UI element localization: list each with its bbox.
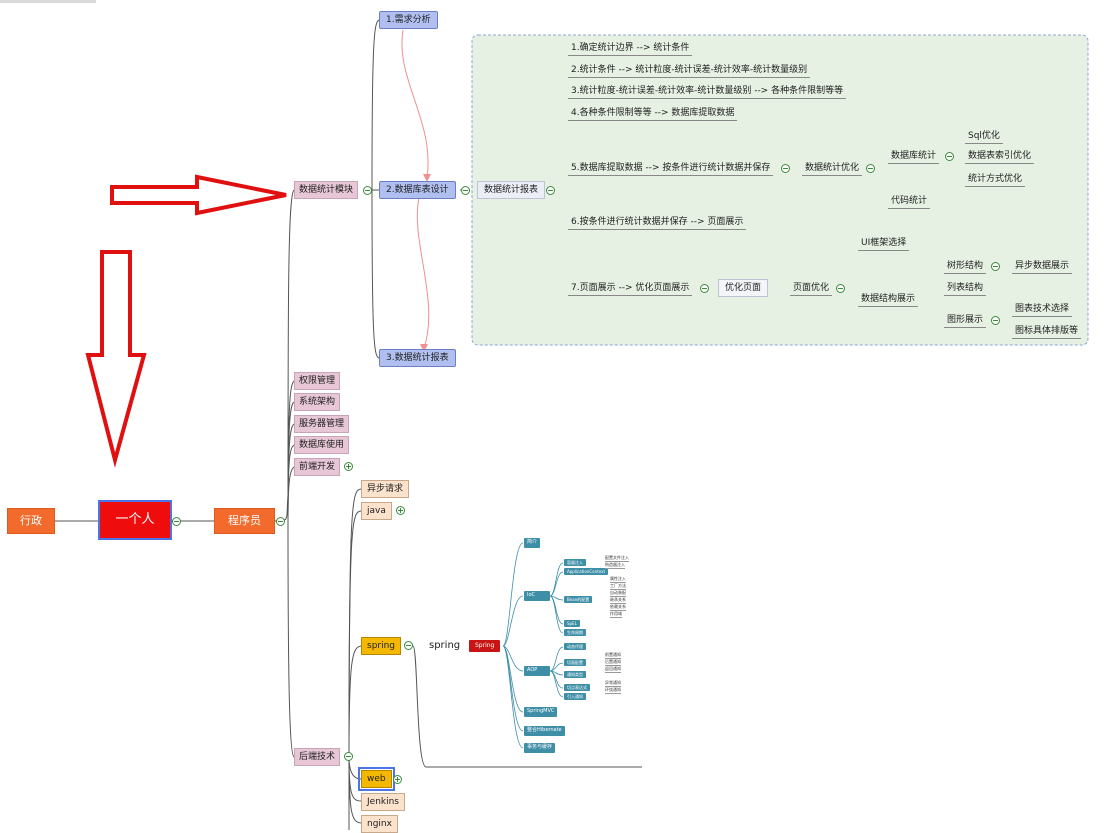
aop-child: 切面配置 (564, 659, 586, 666)
spring-root: Spring (469, 640, 501, 652)
backend-async[interactable]: 异步请求 (361, 480, 410, 498)
collapse-icon[interactable] (945, 152, 954, 161)
ioc-leaf: 依赖关系 (610, 604, 626, 611)
collapse-icon[interactable] (991, 316, 1000, 325)
async-data-view[interactable]: 异步数据展示 (1012, 258, 1073, 274)
step-1[interactable]: 1.确定统计边界 --> 统计条件 (568, 40, 693, 56)
ioc-leaf: 继承关系 (610, 597, 626, 604)
branch-backend[interactable]: 后端技术 (294, 748, 341, 766)
branch-frontend[interactable]: 前端开发 (294, 458, 341, 476)
aop-leaf: 后置通知 (605, 659, 621, 666)
collapse-icon[interactable] (276, 517, 285, 526)
expand-icon[interactable] (393, 775, 402, 784)
step-7[interactable]: 7.页面展示 --> 优化页面展示 (568, 280, 693, 296)
step-6[interactable]: 6.按条件进行统计数据并保存 --> 页面展示 (568, 214, 747, 230)
collapse-icon[interactable] (546, 186, 555, 195)
step-4[interactable]: 4.各种条件限制等等 --> 数据库提取数据 (568, 105, 738, 121)
db-stats[interactable]: 数据库统计 (888, 148, 940, 164)
collapse-icon[interactable] (461, 186, 470, 195)
ioc-leaf: 作用域 (610, 611, 622, 618)
aop-leaf: 前置通知 (605, 652, 621, 659)
spring-aop: AOP (524, 666, 550, 676)
code-stats[interactable]: 代码统计 (888, 193, 931, 209)
index-optimize[interactable]: 数据表索引优化 (965, 148, 1035, 164)
aop-child: 切点表达式 (564, 684, 590, 691)
step-5[interactable]: 5.数据库提取数据 --> 按条件进行统计数据并保存 (568, 160, 774, 176)
branch-architecture[interactable]: 系统架构 (294, 393, 341, 411)
programmer-node[interactable]: 程序员 (214, 508, 275, 534)
expand-icon[interactable] (396, 506, 405, 515)
chart-layout[interactable]: 图标具体排版等 (1012, 323, 1082, 339)
backend-nginx[interactable]: nginx (361, 815, 398, 833)
aop-leaf: 环绕通知 (605, 687, 621, 694)
aop-child: 通知类型 (564, 671, 586, 678)
optimize-page[interactable]: 优化页面 (718, 279, 769, 297)
aop-child: 动态代理 (564, 643, 586, 650)
phase-db-design[interactable]: 2.数据库表设计 (379, 181, 456, 199)
aop-leaf: 返回通知 (605, 666, 621, 673)
branch-server[interactable]: 服务器管理 (294, 415, 350, 433)
page-optimize[interactable]: 页面优化 (790, 280, 833, 296)
spring-hibernate: 整合Hibernate (524, 726, 565, 736)
collapse-icon[interactable] (866, 164, 875, 173)
method-optimize[interactable]: 统计方式优化 (965, 171, 1026, 187)
collapse-icon[interactable] (700, 284, 709, 293)
ioc-child: 生命周期 (564, 629, 586, 636)
spring-mvc: SpringMVC (524, 707, 558, 717)
ioc-child: 容器注入 (564, 559, 586, 566)
graph-view[interactable]: 图形展示 (944, 312, 987, 328)
spring-tx: 事务与缓存 (524, 743, 556, 753)
step-3[interactable]: 3.统计粒度-统计误差-统计效率-统计数量级别 --> 各种条件限制等等 (568, 83, 847, 99)
collapse-icon[interactable] (363, 186, 372, 195)
ioc-leaf: 自动装配 (610, 590, 626, 597)
aop-leaf: 异常通知 (605, 680, 621, 687)
stats-report-node[interactable]: 数据统计报表 (477, 181, 546, 199)
spring-ioc: IoC (524, 591, 550, 601)
backend-spring[interactable]: spring (361, 637, 402, 655)
aop-child: 引入通知 (564, 693, 586, 700)
step-2[interactable]: 2.统计条件 --> 统计粒度-统计误差-统计效率-统计数量级别 (568, 62, 811, 78)
backend-web[interactable]: web (358, 767, 395, 791)
backend-jenkins[interactable]: Jenkins (361, 793, 406, 811)
data-structure-view[interactable]: 数据结构展示 (858, 291, 919, 307)
collapse-icon[interactable] (991, 262, 1000, 271)
list-structure[interactable]: 列表结构 (944, 280, 987, 296)
ui-framework[interactable]: UI框架选择 (858, 235, 910, 251)
phase-report[interactable]: 3.数据统计报表 (379, 349, 456, 367)
collapse-icon[interactable] (836, 284, 845, 293)
ioc-child: Bean的配置 (564, 596, 593, 603)
ioc-leaf: 配置文件注入 (605, 555, 629, 562)
phase-requirements[interactable]: 1.需求分析 (379, 11, 438, 29)
expand-icon[interactable] (344, 462, 353, 471)
ioc-leaf: 工厂方法 (610, 583, 626, 590)
tree-structure[interactable]: 树形结构 (944, 258, 987, 274)
branch-database[interactable]: 数据库使用 (294, 436, 350, 454)
sql-optimize[interactable]: Sql优化 (965, 128, 1003, 144)
ioc-leaf: 属性注入 (610, 576, 626, 583)
backend-java[interactable]: java (361, 502, 392, 520)
admin-node[interactable]: 行政 (7, 508, 55, 534)
collapse-icon[interactable] (404, 641, 413, 650)
stats-optimize[interactable]: 数据统计优化 (802, 160, 863, 176)
collapse-icon[interactable] (781, 164, 790, 173)
ioc-child: SpEL (564, 620, 580, 627)
branch-permission[interactable]: 权限管理 (294, 372, 341, 390)
chart-tech[interactable]: 图表技术选择 (1012, 301, 1073, 317)
collapse-icon[interactable] (344, 752, 353, 761)
window-tab-strip (0, 0, 96, 3)
collapse-icon[interactable] (172, 517, 181, 526)
root-node[interactable]: 一个人 (98, 500, 172, 540)
spring-image-label: spring (429, 640, 461, 651)
ioc-child: ApplicationContext (564, 568, 609, 575)
ioc-leaf: 构造器注入 (605, 562, 625, 569)
branch-stats-module[interactable]: 数据统计模块 (294, 181, 359, 199)
spring-intro: 简介 (524, 538, 541, 548)
